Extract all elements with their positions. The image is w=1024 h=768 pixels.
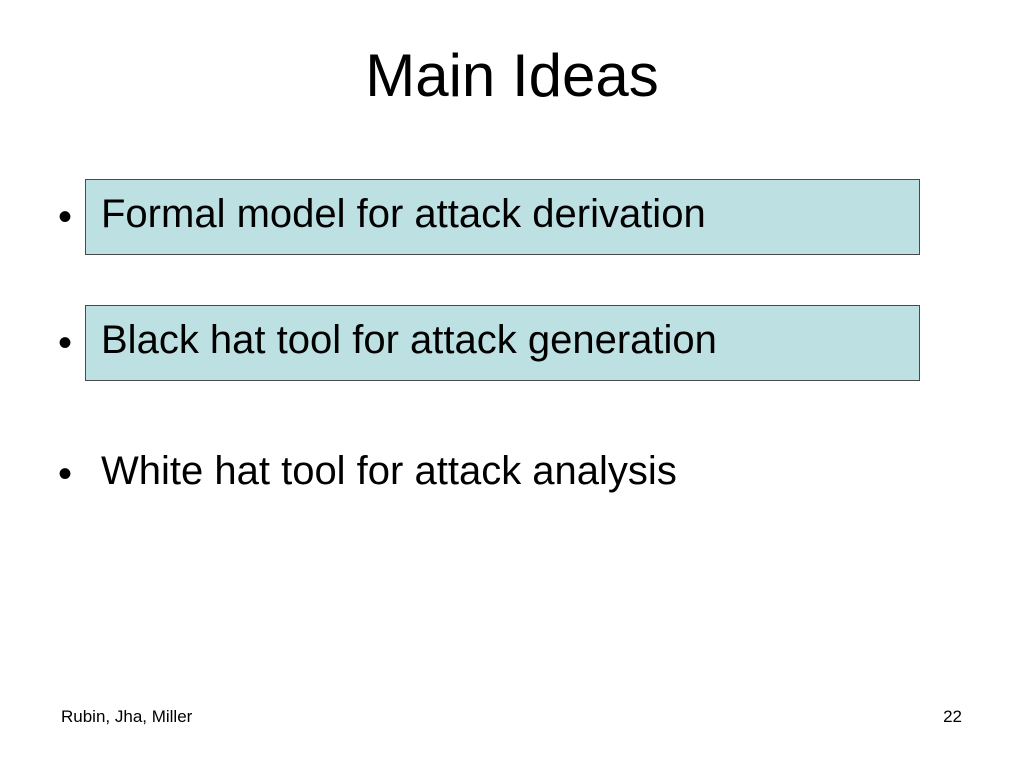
bullet-item: • Formal model for attack derivation xyxy=(58,179,938,255)
bullet-dot-icon: • xyxy=(58,195,73,239)
footer-authors: Rubin, Jha, Miller xyxy=(61,707,193,726)
bullet-item: • Black hat tool for attack generation xyxy=(58,305,938,381)
bullet-dot-icon: • xyxy=(58,452,73,496)
highlight-box xyxy=(85,179,920,255)
bullet-text: Black hat tool for attack generation xyxy=(101,318,717,362)
bullet-text: White hat tool for attack analysis xyxy=(101,449,677,493)
slide-title: Main Ideas xyxy=(365,42,659,109)
highlight-box xyxy=(85,305,920,381)
bullet-item: • White hat tool for attack analysis xyxy=(58,436,938,512)
bullet-text: Formal model for attack derivation xyxy=(101,192,706,236)
bullet-dot-icon: • xyxy=(58,321,73,365)
footer-page-number: 22 xyxy=(943,707,962,726)
